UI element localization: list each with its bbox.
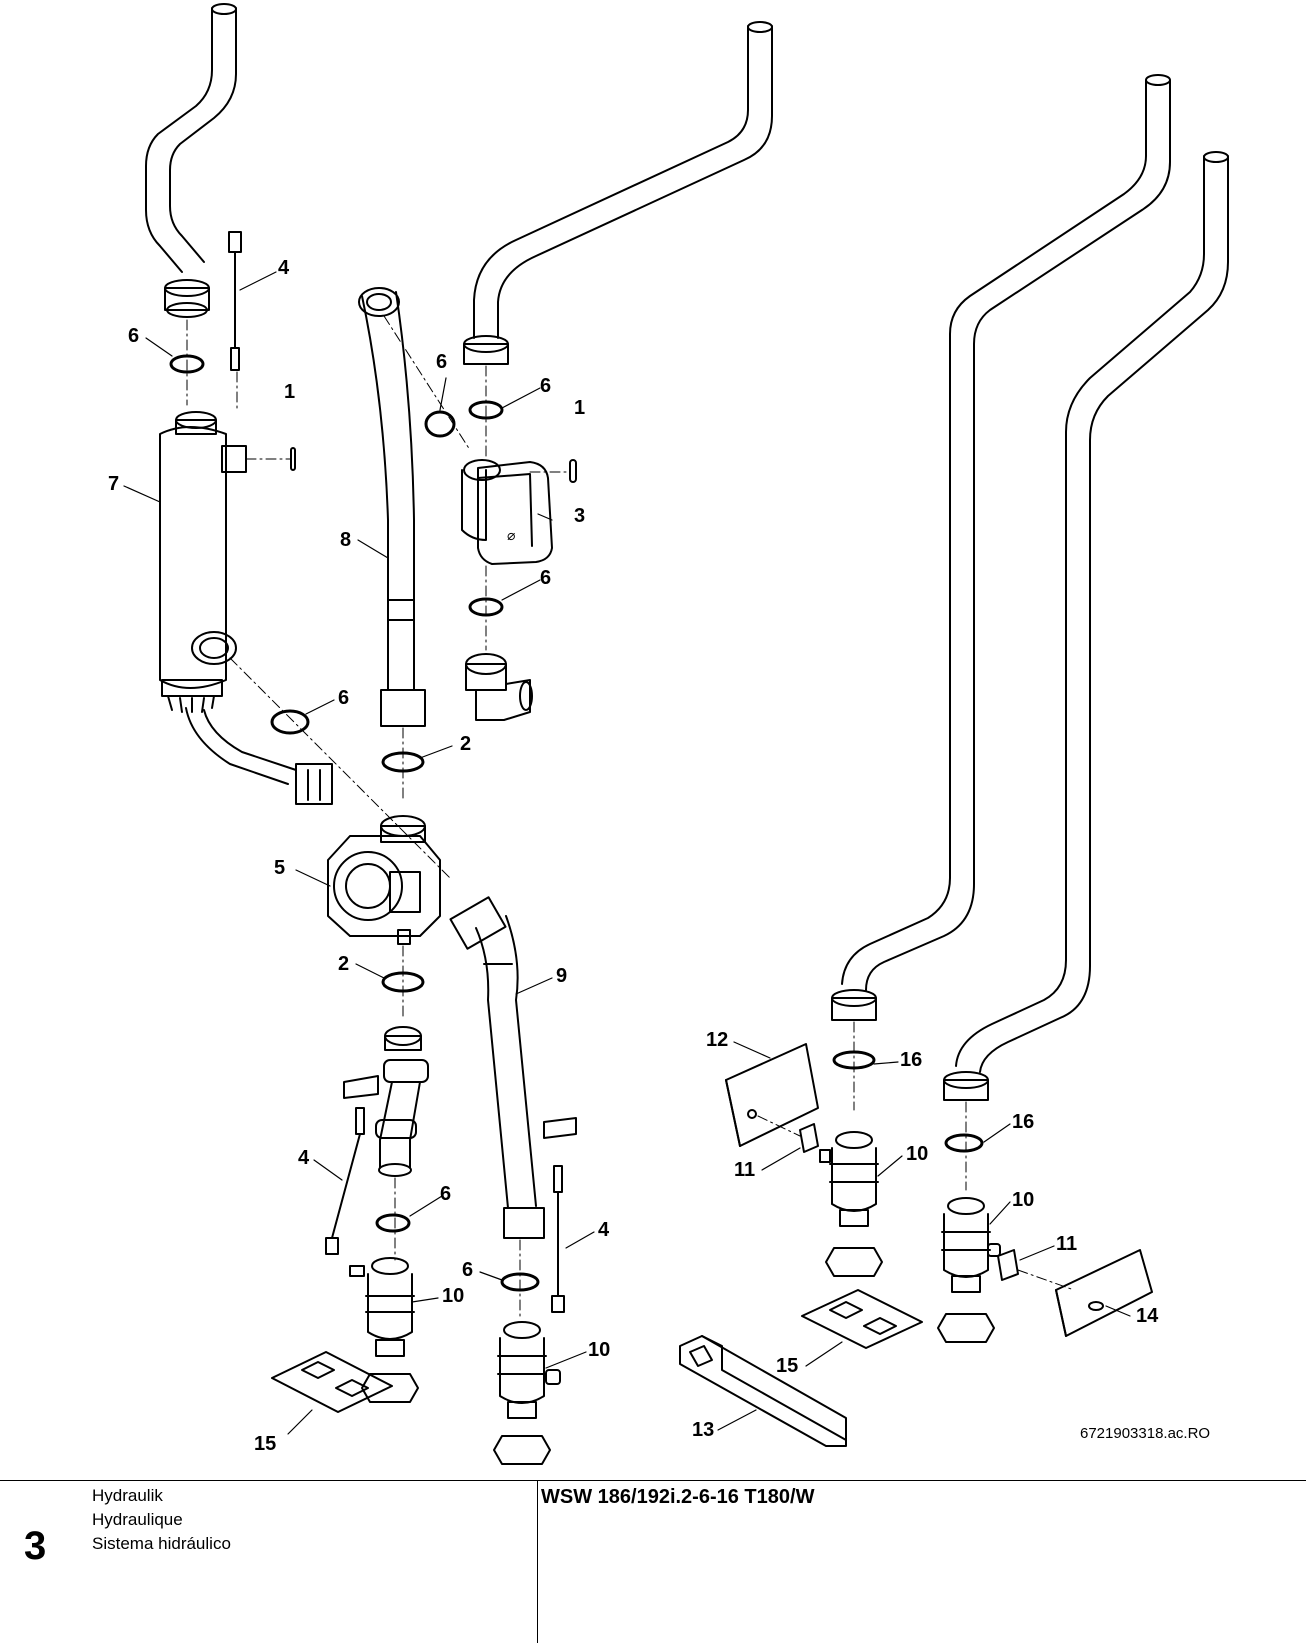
- callout-label: 6: [540, 567, 551, 589]
- callout-label: 6: [436, 351, 447, 373]
- gasket-plate-left: [271, 1351, 393, 1413]
- pipe-top-left: [145, 3, 237, 318]
- footer-divider: [537, 1480, 538, 1643]
- callout-label: 10: [588, 1339, 610, 1361]
- mounting-bracket-12: [725, 1043, 819, 1147]
- section-title-de: Hydraulik: [92, 1486, 163, 1505]
- callout-label: 10: [906, 1143, 928, 1165]
- footer-rule: [0, 1480, 1306, 1481]
- callout-label: 15: [254, 1433, 276, 1455]
- callout-label: 12: [706, 1029, 728, 1051]
- callout-label: 9: [556, 965, 567, 987]
- o-ring-small: [290, 447, 296, 471]
- callout-label: 3: [574, 505, 585, 527]
- seal-ring: [468, 400, 504, 420]
- page-number: 3: [24, 1524, 47, 1568]
- callout-label: 7: [108, 473, 119, 495]
- document-number: 6721903318.ac.RO: [1080, 1425, 1210, 1442]
- seal-ring: [468, 597, 504, 617]
- mounting-bracket-13: [679, 1335, 847, 1447]
- temperature-sensor-left: [325, 1075, 379, 1255]
- section-title-es: Sistema hidráulico: [92, 1534, 231, 1553]
- circulation-pump: [327, 815, 441, 945]
- callout-label: 15: [776, 1355, 798, 1377]
- callout-label: 14: [1136, 1305, 1159, 1327]
- diverter-valve-motor: ⌀: [461, 459, 553, 565]
- callout-label: 8: [340, 529, 351, 551]
- seal-ring: [500, 1272, 540, 1292]
- heater-cable: [185, 707, 333, 805]
- o-ring-small: [569, 459, 577, 483]
- callout-label: 11: [1056, 1233, 1077, 1255]
- pump-union-fitting: [375, 1026, 429, 1177]
- callout-label: 6: [462, 1259, 473, 1281]
- callout-label: 10: [442, 1285, 464, 1307]
- electric-heater: [159, 411, 247, 713]
- flexible-hose-8: [358, 287, 426, 727]
- seal-ring: [375, 1213, 411, 1233]
- seal-ring: [270, 709, 310, 735]
- section-titles: Hydraulik Hydraulique Sistema hidráulico: [92, 1484, 231, 1556]
- seal-ring: [381, 971, 425, 993]
- hydraulic-exploded-diagram: ⌀: [108, 3, 1229, 1465]
- seal-ring: [424, 410, 456, 438]
- callout-label: 6: [338, 687, 349, 709]
- shutoff-valve-right-outer: [937, 1197, 1001, 1343]
- pipe-right-inner: [831, 74, 1171, 1021]
- seal-ring: [169, 354, 205, 374]
- seal-ring: [944, 1133, 984, 1153]
- model-name: WSW 186/192i.2-6-16 T180/W: [541, 1486, 815, 1508]
- retaining-clip-left: [799, 1123, 819, 1153]
- callout-label: 1: [574, 397, 585, 419]
- callout-label: 4: [598, 1219, 610, 1241]
- shutoff-valve-left: [349, 1257, 419, 1403]
- seal-ring: [381, 751, 425, 773]
- callout-label: 10: [1012, 1189, 1034, 1211]
- callout-label: 2: [460, 733, 471, 755]
- section-title-fr: Hydraulique: [92, 1510, 183, 1529]
- footer: 3 Hydraulik Hydraulique Sistema hidráuli…: [0, 1480, 1306, 1643]
- callout-label: 4: [278, 257, 290, 279]
- callout-label: 1: [284, 381, 295, 403]
- gasket-plate-right: [801, 1289, 923, 1349]
- callout-label: 11: [734, 1159, 755, 1181]
- svg-text:⌀: ⌀: [507, 528, 516, 544]
- callout-label: 6: [128, 325, 139, 347]
- shutoff-valve-right-inner: [819, 1131, 883, 1277]
- retaining-clip-right: [997, 1249, 1019, 1281]
- shutoff-valve-middle: [493, 1321, 561, 1465]
- callout-label: 16: [900, 1049, 922, 1071]
- callout-label: 16: [1012, 1111, 1034, 1133]
- callout-label: 4: [298, 1147, 310, 1169]
- callout-label: 6: [440, 1183, 451, 1205]
- callout-label: 5: [274, 857, 285, 879]
- seal-ring: [832, 1050, 876, 1070]
- flexible-hose-9: [449, 896, 545, 1239]
- callout-label: 2: [338, 953, 349, 975]
- temperature-sensor-top: [228, 231, 242, 371]
- elbow-fitting: [465, 653, 533, 721]
- callout-label: 13: [692, 1419, 714, 1441]
- temperature-sensor-right: [543, 1117, 577, 1313]
- pipe-right-outer: [943, 151, 1229, 1101]
- mounting-bracket-14: [1055, 1249, 1153, 1337]
- pipe-top-center: [463, 21, 773, 365]
- callout-label: 6: [540, 375, 551, 397]
